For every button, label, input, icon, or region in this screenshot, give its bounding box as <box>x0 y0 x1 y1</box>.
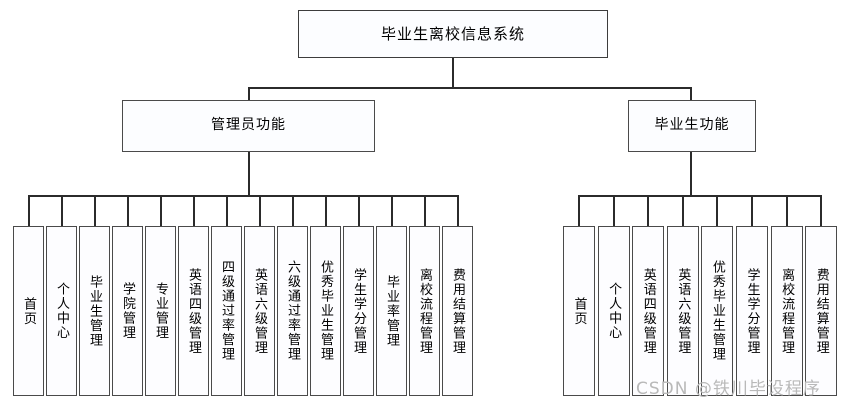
connector-leaf-drop <box>291 195 294 226</box>
connector-leaf-drop <box>820 195 823 226</box>
leaf-node-label: 英语六级管理 <box>252 267 268 355</box>
connector-leaf-drop <box>612 195 615 226</box>
leaf-node-grad-7[interactable]: 费用结算管理 <box>805 226 838 396</box>
leaf-node-label: 离校流程管理 <box>417 267 433 355</box>
connector-leaf-drop <box>225 195 228 226</box>
leaf-node-grad-5[interactable]: 学生学分管理 <box>736 226 768 396</box>
connector-leaf-drop <box>324 195 327 226</box>
leaf-node-label: 学生学分管理 <box>351 267 367 355</box>
connector-leaf-drop <box>60 195 63 226</box>
connector-leaf-drop <box>357 195 360 226</box>
leaf-node-label: 四级通过率管理 <box>219 260 235 362</box>
leaf-node-grad-3[interactable]: 英语六级管理 <box>666 226 699 396</box>
connector-grad-stem <box>690 152 692 196</box>
leaf-node-label: 英语四级管理 <box>640 267 656 355</box>
leaf-node-admin-4[interactable]: 专业管理 <box>145 226 176 396</box>
connector-leaf-drop <box>192 195 195 226</box>
connector-drop-grad <box>690 87 692 101</box>
leaf-node-admin-11[interactable]: 毕业率管理 <box>376 226 407 396</box>
connector-leaf-drop <box>785 195 788 226</box>
leaf-node-label: 个人中心 <box>54 282 70 340</box>
leaf-node-label: 优秀毕业生管理 <box>709 260 725 362</box>
leaf-node-grad-2[interactable]: 英语四级管理 <box>632 226 665 396</box>
leaf-node-admin-9[interactable]: 优秀毕业生管理 <box>310 226 341 396</box>
leaf-node-grad-1[interactable]: 个人中心 <box>597 226 630 396</box>
leaf-node-label: 费用结算管理 <box>813 267 829 355</box>
leaf-node-grad-6[interactable]: 离校流程管理 <box>770 226 803 396</box>
connector-leaf-drop <box>258 195 261 226</box>
connector-root-stem <box>452 58 454 88</box>
connector-leaf-drop <box>390 195 393 226</box>
leaf-node-admin-8[interactable]: 六级通过率管理 <box>277 226 308 396</box>
leaf-node-label: 离校流程管理 <box>779 267 795 355</box>
leaf-node-label: 学生学分管理 <box>744 267 760 355</box>
connector-leaf-drop <box>93 195 96 226</box>
root-node-system: 毕业生离校信息系统 <box>298 10 608 58</box>
branch-node-admin: 管理员功能 <box>122 100 375 152</box>
leaf-node-admin-7[interactable]: 英语六级管理 <box>244 226 275 396</box>
leaf-node-admin-12[interactable]: 离校流程管理 <box>409 226 440 396</box>
connector-admin-stem <box>248 152 250 196</box>
leaf-node-label: 首页 <box>571 296 587 326</box>
leaf-node-admin-2[interactable]: 毕业生管理 <box>79 226 110 396</box>
leaf-node-label: 六级通过率管理 <box>285 260 301 362</box>
branch-grad-label: 毕业生功能 <box>654 117 730 134</box>
connector-leaf-drop <box>456 195 459 226</box>
root-node-label: 毕业生离校信息系统 <box>380 24 525 43</box>
leaf-node-label: 个人中心 <box>606 282 622 340</box>
leaf-node-admin-5[interactable]: 英语四级管理 <box>178 226 209 396</box>
leaf-node-label: 费用结算管理 <box>450 267 466 355</box>
branch-admin-label: 管理员功能 <box>211 117 286 134</box>
connector-leaf-drop <box>681 195 684 226</box>
connector-leaf-drop <box>423 195 426 226</box>
leaf-node-label: 英语四级管理 <box>186 267 202 355</box>
leaf-node-admin-6[interactable]: 四级通过率管理 <box>211 226 242 396</box>
leaf-node-grad-0[interactable]: 首页 <box>563 226 595 396</box>
leaf-node-admin-13[interactable]: 费用结算管理 <box>442 226 473 396</box>
leaf-node-label: 学院管理 <box>120 282 136 340</box>
leaf-node-label: 毕业率管理 <box>384 274 400 348</box>
leaf-node-label: 首页 <box>21 296 37 326</box>
leaf-node-label: 专业管理 <box>153 282 169 340</box>
connector-level2-bus <box>248 87 692 89</box>
connector-leaf-drop <box>716 195 719 226</box>
leaf-node-label: 英语六级管理 <box>675 267 691 355</box>
connector-leaf-drop <box>751 195 753 226</box>
leaf-node-admin-10[interactable]: 学生学分管理 <box>343 226 374 396</box>
connector-leaf-drop <box>126 195 129 226</box>
connector-leaf-drop <box>647 195 650 226</box>
connector-leaf-bus-admin <box>28 195 458 197</box>
connector-leaf-drop <box>578 195 580 226</box>
leaf-node-label: 优秀毕业生管理 <box>318 260 334 362</box>
connector-drop-admin <box>248 87 250 101</box>
leaf-node-admin-3[interactable]: 学院管理 <box>112 226 143 396</box>
leaf-node-grad-4[interactable]: 优秀毕业生管理 <box>701 226 734 396</box>
connector-leaf-bus-grad <box>579 195 822 197</box>
branch-node-graduate: 毕业生功能 <box>628 100 756 152</box>
leaf-node-label: 毕业生管理 <box>87 274 103 348</box>
leaf-node-admin-1[interactable]: 个人中心 <box>46 226 77 396</box>
leaf-node-admin-0[interactable]: 首页 <box>13 226 44 396</box>
connector-leaf-drop <box>27 195 30 226</box>
connector-leaf-drop <box>159 195 162 226</box>
